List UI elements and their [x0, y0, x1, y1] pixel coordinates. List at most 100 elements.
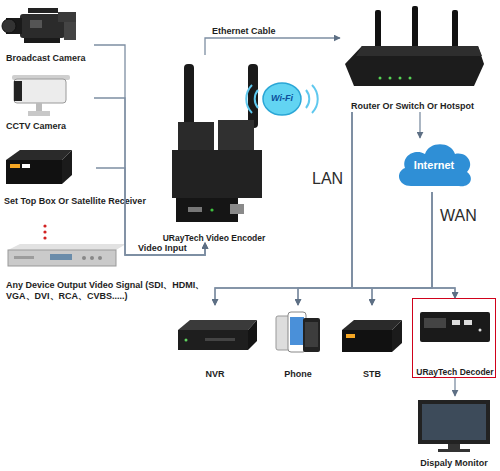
illustration-part: [43, 236, 46, 239]
connector-line: [372, 192, 432, 305]
connector-line: [352, 112, 372, 305]
device-node: NVR: [172, 305, 258, 380]
decoder-art: [420, 312, 490, 342]
connector-line: [125, 243, 205, 255]
illustration-part: [399, 77, 402, 80]
illustration-part: [248, 64, 258, 128]
device-node: Phone: [272, 305, 324, 380]
node-label: Phone: [272, 369, 324, 380]
illustration-part: [6, 150, 72, 160]
illustration-part: [22, 164, 30, 168]
illustration-part: [98, 256, 102, 260]
device-node: Any Device Output Video Signal (SDI、HDMI…: [6, 222, 125, 302]
illustration-part: [178, 320, 257, 330]
connector-line: [432, 192, 455, 298]
stb-art: [342, 320, 402, 352]
illustration-part: [50, 254, 72, 260]
connector-line: [352, 112, 455, 298]
connector-label: Video Input: [138, 243, 187, 253]
decoder-node: URayTech Decoder: [412, 298, 496, 378]
illustration-part: [210, 208, 213, 211]
illustration-part: [420, 312, 490, 342]
node-label: STB: [338, 369, 406, 380]
illustration-part: [392, 320, 402, 352]
connector-line: [298, 192, 432, 305]
connector-line: [298, 112, 352, 305]
illustration-part: [230, 204, 244, 214]
connector-line: [96, 168, 205, 255]
illustration-part: [306, 90, 309, 108]
illustration-part: [379, 77, 382, 80]
illustration-part: [62, 150, 72, 184]
illustration-part: [248, 320, 257, 350]
illustration-part: [8, 244, 126, 250]
illustration-part: [28, 8, 58, 13]
broadcast-camera-art: [2, 8, 76, 43]
connector-line: [94, 98, 205, 255]
illustration-part: [43, 224, 46, 227]
illustration-part: [184, 64, 194, 128]
phone-art: [276, 312, 320, 352]
illustration-part: [188, 207, 202, 212]
node-label: Router Or Switch Or Hotspot: [340, 101, 485, 112]
illustration-part: [246, 85, 252, 113]
illustration-part: [312, 85, 318, 113]
illustration-part: [479, 329, 482, 332]
encoder-node: URayTech Video Encoder: [158, 55, 270, 243]
node-label: Dispaly Monitor: [412, 458, 496, 469]
device-node: Broadcast Camera: [6, 4, 94, 64]
wifi-bubble: Wi-Fi: [262, 82, 302, 116]
illustration-part: [218, 120, 254, 150]
node-label: CCTV Camera: [6, 121, 116, 132]
network-label: LAN: [312, 170, 343, 188]
illustration-part: [464, 320, 472, 325]
illustration-part: [185, 339, 188, 342]
illustration-part: [2, 19, 16, 33]
illustration-part: [305, 322, 318, 347]
illustration-part: [452, 320, 460, 325]
illustration-part: [10, 164, 20, 168]
illustration-part: [28, 111, 50, 116]
illustration-part: [205, 338, 235, 341]
bubble-fill: [263, 83, 301, 115]
device-node: STB: [338, 305, 406, 380]
illustration-part: [342, 330, 392, 352]
illustration-part: [90, 256, 94, 260]
connector-line: [215, 192, 432, 305]
encoder-art: [172, 64, 262, 222]
illustration-part: [36, 103, 42, 112]
monitor-art: [418, 400, 490, 452]
illustration-part: [43, 230, 46, 233]
illustration-part: [303, 318, 320, 352]
node-label: URayTech Decoder: [413, 367, 497, 377]
illustration-part: [176, 198, 238, 222]
node-label: Internet: [393, 138, 475, 192]
device-node: Dispaly Monitor: [412, 396, 496, 469]
node-label: Broadcast Camera: [6, 53, 116, 64]
illustration-part: [346, 334, 355, 338]
illustration-part: [438, 449, 470, 452]
cctv-camera-art: [12, 75, 70, 116]
illustration-part: [389, 77, 392, 80]
illustration-part: [58, 12, 76, 22]
node-label: Wi-Fi: [262, 82, 302, 116]
illustration-part: [345, 46, 484, 86]
device-node: CCTV Camera: [6, 70, 94, 132]
illustration-part: [82, 256, 86, 260]
illustration-part: [172, 150, 262, 198]
illustration-part: [14, 79, 66, 103]
illustration-part: [409, 77, 412, 80]
illustration-part: [178, 330, 248, 350]
connector-line: [94, 45, 205, 255]
set-top-box-art: [6, 150, 72, 184]
connector-line: [454, 378, 455, 396]
node-label: Set Top Box Or Satellite Receiver: [4, 196, 189, 207]
illustration-part: [64, 22, 76, 40]
illustration-part: [418, 400, 490, 444]
illustration-part: [424, 318, 446, 328]
device-node: Set Top Box Or Satellite Receiver: [4, 145, 96, 207]
node-label: Any Device Output Video Signal (SDI、HDMI…: [6, 280, 206, 302]
